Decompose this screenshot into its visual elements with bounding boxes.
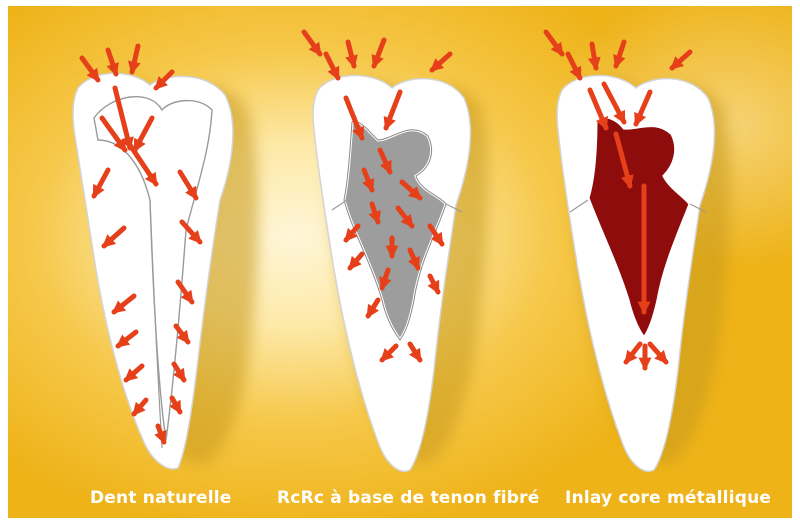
caption-metal-core: Inlay core métallique: [565, 488, 771, 508]
force-arrow: [132, 46, 138, 72]
force-arrow: [348, 42, 354, 66]
caption-fiber-post: RcRc à base de tenon fibré: [277, 488, 539, 508]
force-arrow: [592, 44, 596, 68]
force-arrow: [568, 54, 580, 78]
force-arrow: [672, 52, 690, 68]
force-arrow: [304, 32, 320, 54]
force-arrow: [546, 32, 562, 54]
force-arrow: [432, 54, 450, 70]
force-arrow: [108, 50, 116, 74]
force-arrow: [326, 54, 338, 78]
force-arrow: [82, 58, 98, 80]
force-arrow: [616, 42, 624, 66]
force-arrow: [374, 40, 384, 66]
caption-natural-tooth: Dent naturelle: [90, 488, 232, 508]
